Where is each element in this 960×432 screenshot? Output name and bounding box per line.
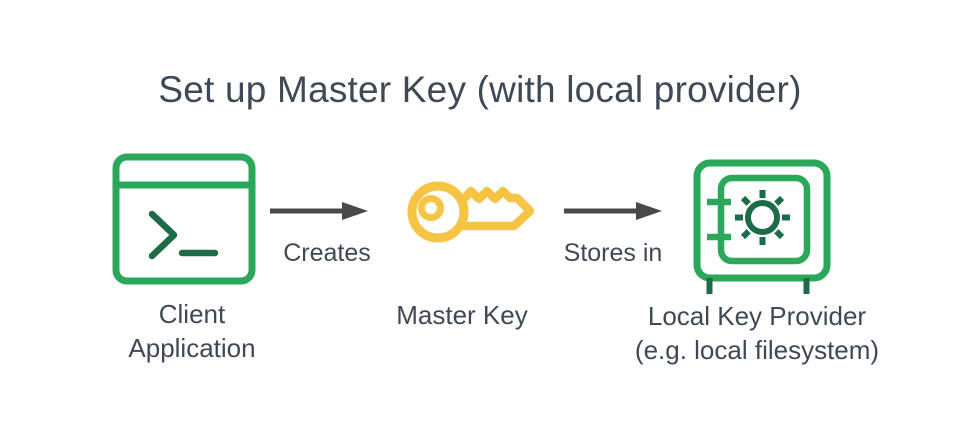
label-line: Application — [128, 333, 256, 363]
label-line: (e.g. local filesystem) — [634, 335, 880, 365]
node-local-key-provider — [690, 155, 832, 302]
node-client-application — [111, 152, 257, 291]
dial-icon — [735, 190, 790, 245]
arrow-right-icon — [564, 202, 662, 220]
label-line: Client — [158, 299, 226, 329]
edge-label-creates: Creates — [283, 239, 371, 267]
node-label-local-key-provider: Local Key Provider (e.g. local filesyste… — [597, 299, 917, 367]
safe-icon — [693, 159, 831, 294]
node-master-key — [405, 172, 537, 257]
node-label-client-application: Client Application — [92, 297, 292, 365]
label-line: Local Key Provider — [647, 301, 867, 331]
node-label-master-key: Master Key — [362, 298, 562, 332]
edge-stores-in — [562, 200, 666, 227]
page-title: Set up Master Key (with local provider) — [158, 69, 802, 110]
arrow-right-icon — [270, 202, 368, 220]
label-line: Master Key — [396, 300, 528, 330]
terminal-window-icon — [112, 153, 256, 285]
edge-label-stores-in: Stores in — [563, 239, 663, 267]
key-icon — [407, 181, 535, 243]
edge-creates — [268, 200, 372, 227]
